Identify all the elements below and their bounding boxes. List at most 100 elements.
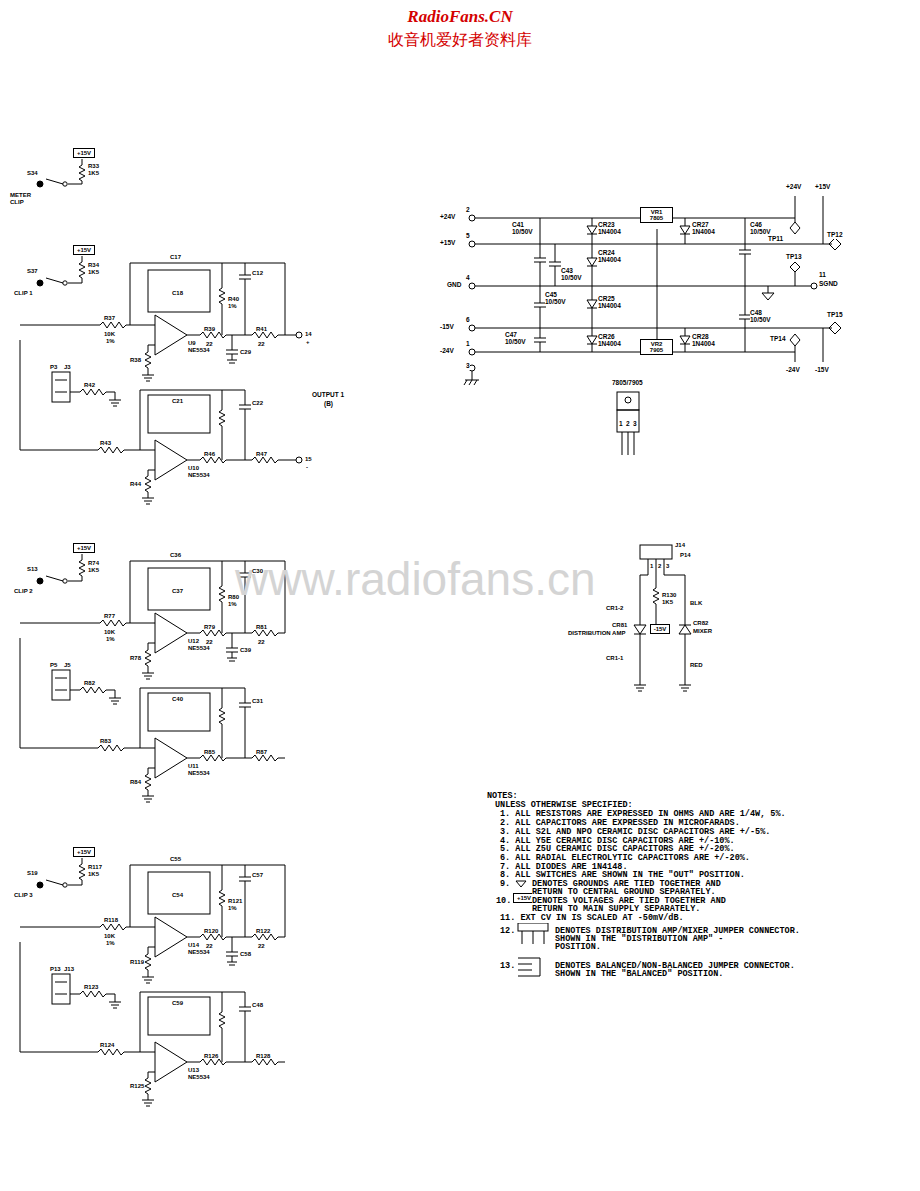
supply-label: TP14 [770, 336, 786, 343]
part-label: U14 [188, 942, 199, 948]
note-line: 2. ALL CAPACITORS ARE EXPRESSED IN MICRO… [500, 819, 740, 828]
part-label: CLIP 2 [14, 588, 33, 594]
part-label: 2 [658, 563, 661, 569]
part-label: R122 [256, 928, 270, 934]
part-label: R43 [100, 440, 111, 446]
supply-box: +15V [73, 148, 95, 158]
supply-box: +15V [73, 245, 95, 255]
part-label: C58 [240, 951, 251, 957]
supply-label: 10/50V [750, 229, 771, 236]
note-line: 3. ALL S2L AND NPO CERAMIC DISC CAPACITO… [500, 828, 770, 837]
supply-label: 5 [466, 233, 470, 240]
part-label: R118 [104, 917, 118, 923]
supply-box: +15V [73, 847, 95, 857]
part-label: R123 [84, 984, 98, 990]
supply-label: +15V [440, 240, 455, 247]
part-label: R124 [100, 1042, 114, 1048]
supply-label: C45 [545, 292, 557, 299]
wire-polygon [680, 336, 690, 344]
supply-label: CR24 [598, 250, 615, 257]
wire-path [587, 286, 597, 328]
wire-polygon [634, 625, 646, 634]
part-label: R37 [104, 315, 115, 321]
wire-path [795, 272, 796, 286]
part-label: 1K5 [88, 269, 99, 275]
wire-polygon [516, 881, 526, 887]
part-label: C17 [170, 254, 181, 260]
site-header: RadioFans.CN [407, 8, 512, 25]
part-label: U9 [188, 340, 196, 346]
part-label: +15V [76, 849, 92, 855]
part-label: R33 [88, 163, 99, 169]
part-label: S13 [27, 566, 38, 572]
part-label: P3 [50, 364, 57, 370]
part-label: C12 [252, 270, 263, 276]
part-label: 14 [305, 331, 312, 337]
supply-box: -15V [650, 624, 670, 634]
supply-label: C41 [512, 222, 524, 229]
wire-circle [296, 332, 302, 338]
supply-label: C43 [561, 268, 573, 275]
supply-label: C46 [750, 222, 762, 229]
part-label: -15V [653, 626, 667, 632]
part-label: R78 [130, 655, 141, 661]
part-label: BLK [690, 600, 702, 606]
part-label: DISTRIBUTION AMP [568, 630, 625, 636]
part-label: J14 [675, 542, 685, 548]
part-label: 22 [258, 341, 265, 347]
part-label: R125 [130, 1083, 144, 1089]
part-label: J13 [64, 966, 74, 972]
part-label: R85 [204, 749, 215, 755]
part-label: C59 [172, 1000, 183, 1006]
wire-polygon [587, 300, 597, 308]
part-label: R34 [88, 262, 99, 268]
part-label: R126 [204, 1053, 218, 1059]
channel-circuit [20, 858, 285, 1106]
wire-path [285, 335, 296, 460]
part-label: C18 [172, 290, 183, 296]
supply-label: CR28 [692, 334, 709, 341]
supply-label: (B) [324, 401, 333, 408]
part-label: METER [10, 192, 31, 198]
part-label: J3 [64, 364, 71, 370]
part-label: NE5534 [188, 645, 210, 651]
part-label: +15V [76, 150, 92, 156]
part-label: CR81 [612, 622, 627, 628]
wire-path [534, 218, 546, 286]
part-label: U12 [188, 638, 199, 644]
supply-label: 1 [619, 421, 623, 428]
part-label: 1K5 [662, 599, 673, 605]
supply-label: 7805/7905 [612, 380, 643, 387]
part-label: R74 [88, 560, 99, 566]
note-line: RETURN TO CENTRAL GROUND SEPARATELY. [532, 888, 716, 897]
part-label: C36 [170, 552, 181, 558]
supply-label: -15V [815, 367, 829, 374]
supply-label: OUTPUT 1 [312, 392, 344, 399]
wire-rect [640, 545, 672, 559]
part-label: CLIP 1 [14, 290, 33, 296]
part-label: RED [690, 662, 703, 668]
part-label: + [306, 339, 310, 345]
part-label: U10 [188, 465, 199, 471]
wire-path [680, 328, 690, 352]
wire-path [464, 371, 479, 385]
part-label: 1 [650, 563, 653, 569]
part-label: C30 [252, 568, 263, 574]
supply-label: TP12 [827, 232, 843, 239]
part-label: C57 [252, 872, 263, 878]
supply-label: CR27 [692, 222, 709, 229]
wire-polygon [679, 625, 691, 634]
part-label: C29 [240, 349, 251, 355]
part-label: VR1 [649, 209, 664, 215]
part-label: 1% [106, 338, 115, 344]
wire-path [795, 346, 796, 352]
part-label: C31 [252, 698, 263, 704]
supply-label: +24V [786, 184, 801, 191]
part-label: VR2 [649, 341, 664, 347]
supply-label: 1N4004 [598, 229, 621, 236]
wire-path [522, 931, 544, 944]
supply-label: 6 [466, 317, 470, 324]
wire-polygon [587, 258, 597, 266]
wire-polygon [790, 222, 800, 234]
supply-label: -15V [440, 324, 454, 331]
